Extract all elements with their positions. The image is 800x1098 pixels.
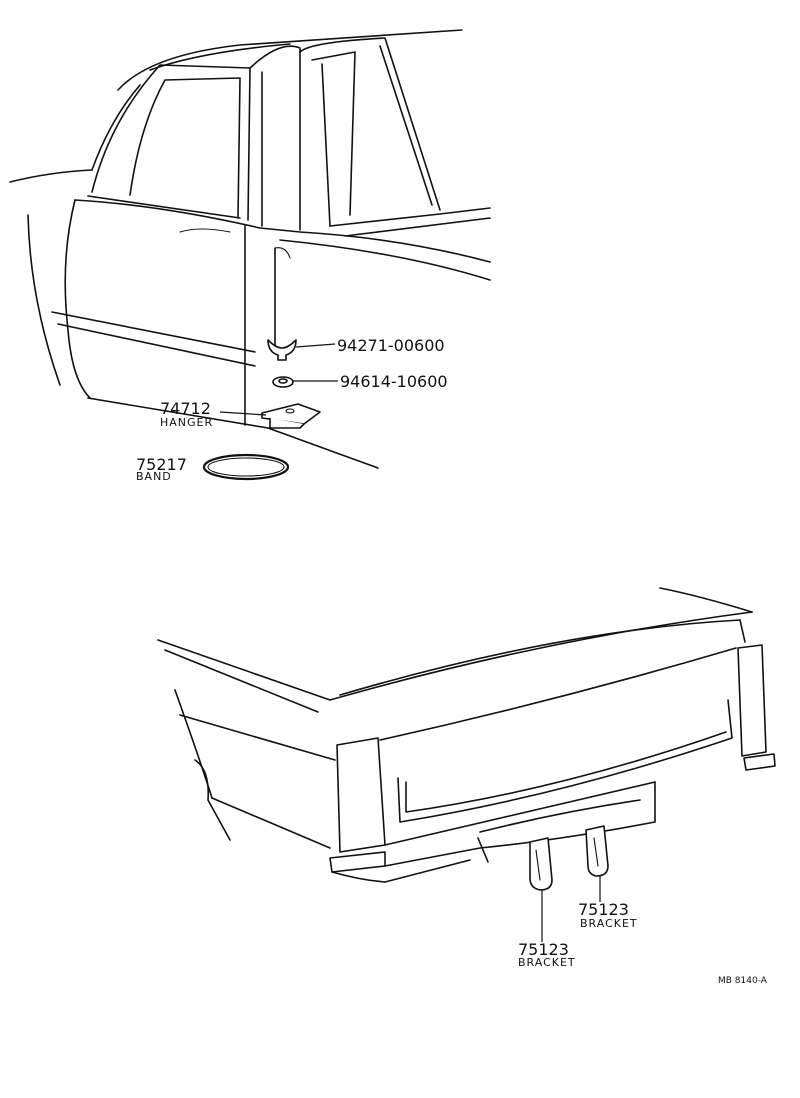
band-part-number: 75217 bbox=[136, 455, 187, 474]
truck-rear-illustration bbox=[157, 587, 776, 883]
band-part bbox=[202, 453, 290, 481]
hanger-part-number: 74712 bbox=[160, 399, 211, 418]
wing-bolt-part bbox=[267, 339, 336, 361]
bracket-right-part bbox=[585, 825, 609, 902]
hanger-part bbox=[219, 403, 321, 429]
nut-part-number: 94614-10600 bbox=[340, 372, 448, 391]
bracket-left-part bbox=[529, 837, 553, 942]
hanger-part-label: HANGER bbox=[160, 416, 213, 429]
bracket-left-part-label: BRACKET bbox=[518, 956, 576, 969]
bracket-left-part-number: 75123 bbox=[518, 940, 569, 959]
cab-side-illustration bbox=[9, 29, 491, 469]
band-part-label: BAND bbox=[136, 470, 172, 483]
drawing-code: MB 8140-A bbox=[718, 976, 768, 986]
wing-bolt-part-number: 94271-00600 bbox=[337, 336, 445, 355]
bracket-right-part-label: BRACKET bbox=[580, 917, 638, 930]
bracket-right-part-number: 75123 bbox=[578, 900, 629, 919]
nut-part bbox=[272, 376, 338, 388]
